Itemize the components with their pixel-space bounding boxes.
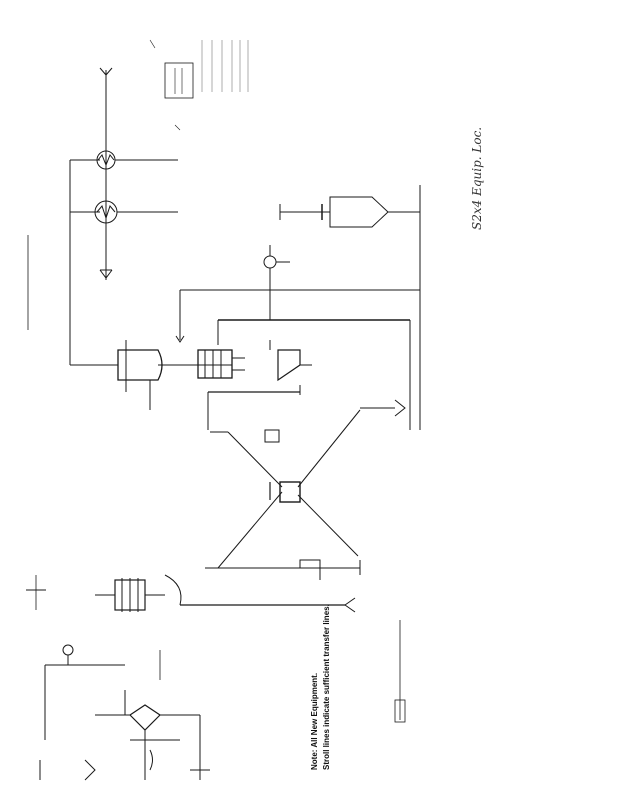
storage-tank-system bbox=[176, 185, 420, 430]
lower-right-lines bbox=[395, 620, 405, 722]
filter-unit bbox=[198, 350, 232, 378]
lower-heat-exchanger bbox=[130, 705, 160, 730]
receiver-tank bbox=[360, 380, 410, 430]
legend-block bbox=[150, 40, 248, 130]
reactor-cluster bbox=[118, 320, 410, 430]
separator-vessel bbox=[118, 350, 162, 380]
lower-left-equipment bbox=[26, 575, 210, 780]
hopper bbox=[278, 350, 300, 380]
small-pump bbox=[63, 645, 73, 655]
transfer-pump bbox=[264, 256, 276, 268]
upper-exchanger-train bbox=[95, 68, 178, 280]
diagonal-transfer-lines bbox=[210, 410, 360, 568]
left-feed-lines bbox=[28, 160, 118, 365]
handwritten-sheet-label: S2x4 Equip. Loc. bbox=[470, 127, 484, 230]
central-valve bbox=[280, 482, 300, 502]
equipment-note-1: Note: All New Equipment. bbox=[310, 673, 319, 770]
storage-tank bbox=[330, 197, 388, 227]
equipment-note-2: Stroll lines indicate sufficient transfe… bbox=[322, 604, 331, 770]
